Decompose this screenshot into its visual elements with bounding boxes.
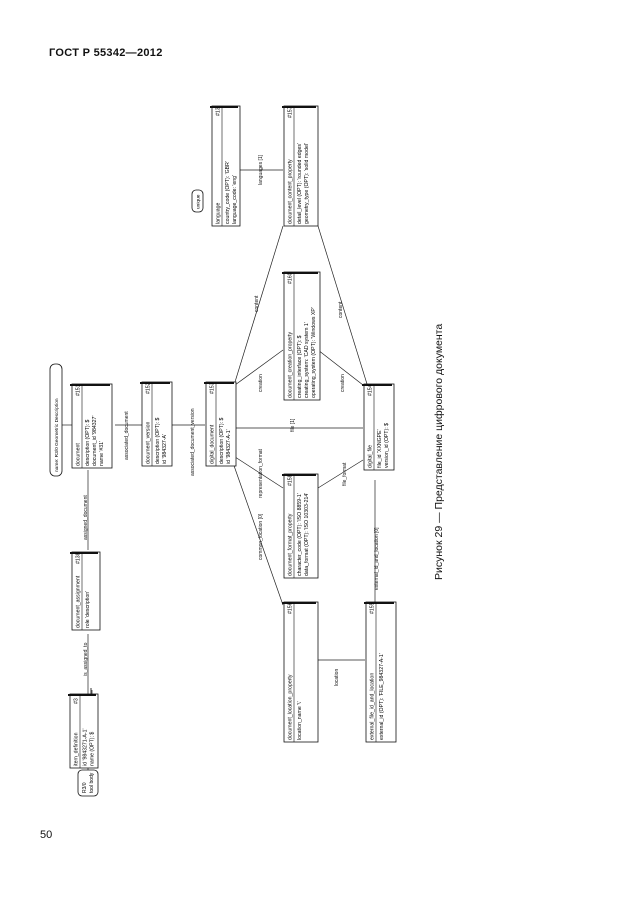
entity-document: document #151 description (OPT): $ docum…	[70, 383, 113, 469]
entity-document-content-property: document_content_property #157 detail_le…	[282, 105, 319, 227]
rel-common-location: common_location [0]	[258, 513, 264, 560]
entity-attr: language_code: 'eng'	[232, 175, 238, 224]
entity-name: document_version	[146, 421, 152, 464]
relation-labels: is_assigned_to assigned_document associa…	[83, 154, 380, 686]
entity-name: document_content_property	[288, 159, 294, 224]
entity-attr: description (OPT): $	[219, 417, 225, 464]
entity-id: #3	[74, 698, 80, 704]
entity-name: document_assignment	[76, 575, 82, 628]
rel-creation-top: creation	[258, 374, 264, 392]
entity-id: #155	[370, 602, 376, 614]
entity-language: language #13 country_code (OPT): 'GBR' l…	[210, 105, 241, 227]
entity-document-version: document_version #152 description (OPT):…	[140, 381, 173, 467]
entity-external-file-id-and-location: external_file_id_and_location #155 exter…	[364, 601, 397, 743]
rel-languages: languages [1]	[258, 154, 264, 185]
entity-item-definition: item_definition #3 id '9843271-A-1' name…	[68, 693, 99, 769]
entity-document-assignment: document_assignment #138 role 'descripti…	[70, 551, 101, 631]
rel-assigned-document: assigned_document	[83, 495, 89, 540]
entity-attr: role 'description'	[85, 591, 91, 628]
entity-attr: location_name '\'	[297, 701, 303, 740]
rel-content-top: content	[254, 295, 260, 312]
entity-name: digital_document	[210, 424, 216, 464]
entity-id: #138	[76, 552, 82, 564]
entity-id: #157	[288, 106, 294, 118]
rel-file: file [1]	[290, 418, 296, 432]
entity-name: document_creation_property	[288, 332, 294, 398]
entity-id: #13	[216, 107, 222, 116]
entity-attr: id '9843271-A-1'	[83, 729, 89, 766]
entity-attr: creating_system: 'CAD system 1'	[304, 322, 310, 398]
entity-attr: document_id '984327'	[92, 416, 98, 466]
rel-creation-bottom: creation	[340, 374, 346, 392]
ref-label: name: R3/0 Geometric Description	[54, 398, 60, 472]
entity-attr: description (OPT): $	[155, 417, 161, 464]
ref-tool-body: R3/0 tool body	[77, 769, 99, 797]
entity-attr: geometry_type (OPT): 'solid model'	[304, 143, 310, 224]
entity-attr: file_id 'XXNGPE'	[377, 429, 383, 468]
rel-location: location	[334, 669, 340, 686]
rel-file-format: file_format	[342, 462, 348, 486]
relation-lines	[60, 169, 376, 770]
page-number: 50	[40, 829, 53, 841]
entity-name: document_location_property	[288, 674, 294, 740]
entity-id: #151	[76, 384, 82, 396]
rel-external-id-and-location: external_id_and_location [0]	[374, 527, 380, 590]
entity-name: document_format_property	[288, 513, 294, 576]
ref-language-unique: unique	[191, 189, 204, 213]
rel-representation-format: representation_format	[258, 448, 264, 498]
entity-document-format-property: document_format_property #158 character_…	[282, 473, 319, 579]
entity-name: document	[76, 443, 82, 466]
entity-name: external_file_id_and_location	[370, 673, 376, 740]
rel-content-bottom: content	[338, 301, 344, 318]
entity-attr: external_id (OPT): 'FILE_984327-A-1'	[379, 653, 385, 740]
entity-name: item_definition	[74, 732, 80, 766]
entity-id: #153	[210, 382, 216, 394]
entity-attr: detail_level (OPT): 'rounded edges'	[297, 143, 303, 224]
entity-name: digital_file	[368, 445, 374, 468]
entity-name: language	[216, 203, 222, 224]
entity-document-location-property: document_location_property #156 location…	[282, 601, 319, 743]
figure-caption: Рисунок 29 — Представление цифрового док…	[433, 324, 445, 580]
entity-id: #160	[288, 272, 294, 284]
rel-is-assigned-to: is_assigned_to	[83, 642, 89, 676]
entity-digital-document: digital_document #153 description (OPT):…	[204, 381, 237, 467]
entity-attr: data_format (OPT): 'ISO 10303-214'	[304, 493, 310, 576]
entity-attr: description (OPT): $	[85, 419, 91, 466]
entity-attr: id '984327-A-1'	[226, 429, 232, 464]
entity-attr: id '984327-A'	[162, 434, 168, 464]
entity-attr: operating_system (OPT): 'Windows XP'	[311, 307, 317, 398]
entity-document-creation-property: document_creation_property #160 creating…	[282, 271, 321, 401]
entity-id: #154	[368, 384, 374, 396]
entity-attr: version_id (OPT): $	[384, 423, 390, 468]
entity-digital-file: digital_file #154 file_id 'XXNGPE' versi…	[362, 383, 395, 471]
entity-attr: creating_interface (OPT): $	[297, 335, 303, 398]
entity-attr: country_code (OPT): 'GBR'	[225, 161, 231, 224]
rel-associated-document: associated_document	[124, 411, 130, 460]
ref-label: tool body	[89, 772, 95, 793]
entity-id: #156	[288, 602, 294, 614]
entity-attr: character_code (OPT): 'ISO 8859-1'	[297, 493, 303, 576]
entity-id: #158	[288, 474, 294, 486]
ref-label: unique	[196, 194, 202, 209]
document-header: ГОСТ Р 55342—2012	[49, 47, 163, 59]
entity-attr: name (OPT): $	[90, 732, 96, 766]
entity-attr: name '#31'	[99, 441, 105, 466]
ref-geometric-description: name: R3/0 Geometric Description	[49, 363, 63, 477]
ref-label: R3/0	[82, 782, 88, 793]
rel-associated-document-version: associated_document_version	[190, 408, 196, 476]
entity-id: #152	[146, 382, 152, 394]
